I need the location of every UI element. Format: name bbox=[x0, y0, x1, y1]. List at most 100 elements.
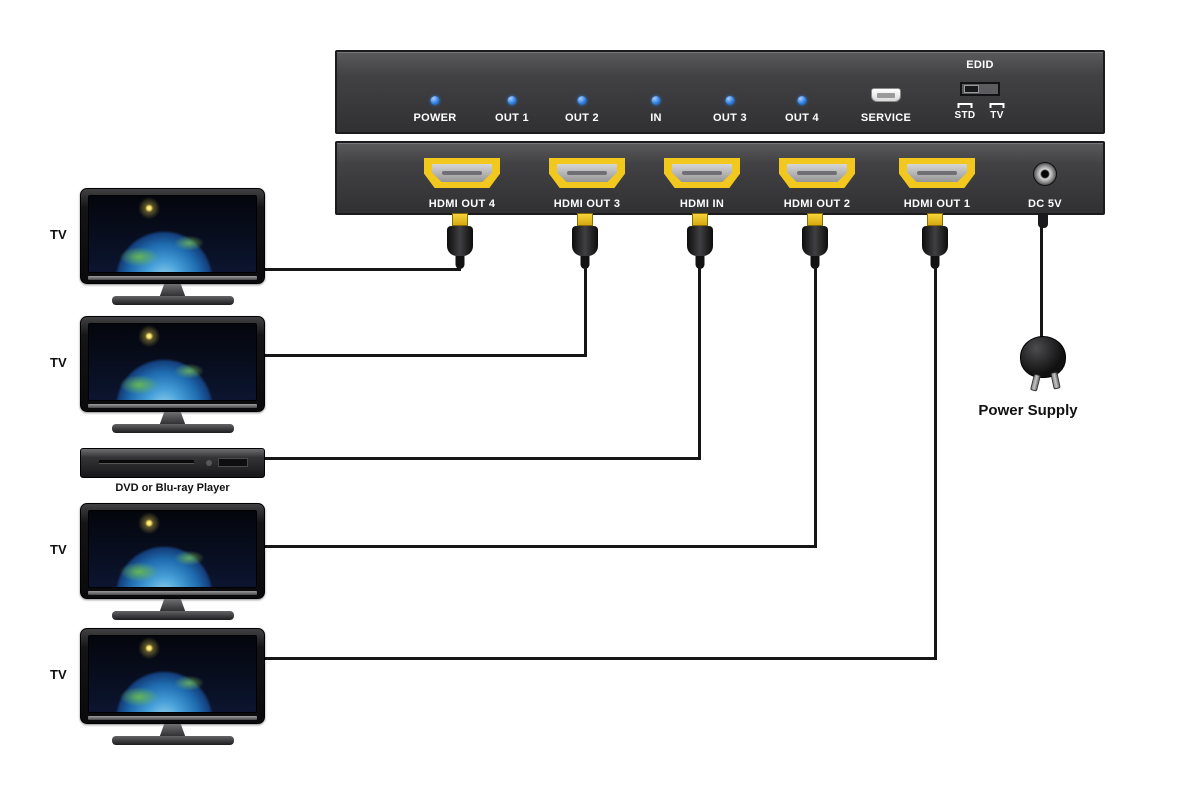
tv-4-label: TV bbox=[50, 667, 67, 682]
cable-out1-vertical bbox=[934, 266, 937, 660]
tv-2-frame bbox=[80, 316, 265, 412]
dvd-disc-tray bbox=[99, 460, 194, 464]
hdmi-out2-plug-connector bbox=[807, 213, 823, 226]
out3-led bbox=[725, 96, 735, 105]
tv-1 bbox=[80, 188, 265, 306]
tv-3-stand-neck bbox=[159, 599, 186, 612]
edid-std-bracket bbox=[957, 103, 973, 108]
power-supply-label: Power Supply bbox=[978, 402, 1078, 419]
hdmi-out3-plug-tail bbox=[580, 256, 590, 269]
out4-led bbox=[797, 96, 807, 105]
hdmi-out2-port-slot bbox=[797, 171, 837, 175]
power-adapter-prong-right bbox=[1050, 371, 1061, 390]
tv-3 bbox=[80, 503, 265, 621]
tv-1-label: TV bbox=[50, 227, 67, 242]
hdmi-in-plug-tail bbox=[695, 256, 705, 269]
dvd-player-label: DVD or Blu-ray Player bbox=[115, 482, 230, 494]
tv-2-label: TV bbox=[50, 355, 67, 370]
cable-in-horizontal bbox=[263, 457, 701, 460]
hdmi-out4-plug bbox=[447, 226, 473, 256]
tv-3-screen bbox=[88, 510, 257, 588]
cable-out2-horizontal bbox=[263, 545, 817, 548]
service-usb-port-inner bbox=[877, 93, 895, 98]
edid-std-label: STD bbox=[954, 110, 976, 121]
tv-4-frame bbox=[80, 628, 265, 724]
out2-led bbox=[577, 96, 587, 105]
cable-out1-horizontal bbox=[263, 657, 937, 660]
hdmi-out3-plug bbox=[572, 226, 598, 256]
tv-2-chin bbox=[88, 404, 257, 408]
hdmi-out1-port-slot bbox=[917, 171, 957, 175]
hdmi-out2-port-inner bbox=[787, 164, 847, 182]
dc-power-label: DC 5V bbox=[1028, 198, 1062, 210]
dc-power-plug bbox=[1038, 213, 1048, 228]
power-cable bbox=[1040, 227, 1043, 339]
hdmi-out3-port-label: HDMI OUT 3 bbox=[553, 198, 621, 210]
hdmi-in-port-slot bbox=[682, 171, 722, 175]
hdmi-out3-port-slot bbox=[567, 171, 607, 175]
edid-title: EDID bbox=[966, 59, 994, 71]
hdmi-out3-port bbox=[549, 158, 625, 188]
tv-3-frame bbox=[80, 503, 265, 599]
power-led-label: POWER bbox=[413, 112, 457, 124]
splitter-rear-panel: HDMI OUT 4 HDMI OUT 3 HDMI IN HDMI OUT 2… bbox=[335, 141, 1105, 215]
hdmi-out1-port-inner bbox=[907, 164, 967, 182]
out3-led-label: OUT 3 bbox=[713, 112, 747, 124]
in-led-label: IN bbox=[650, 112, 662, 124]
tv-2 bbox=[80, 316, 265, 434]
tv-3-label: TV bbox=[50, 542, 67, 557]
tv-4-chin bbox=[88, 716, 257, 720]
tv-1-stand-neck bbox=[159, 284, 186, 297]
out2-led-label: OUT 2 bbox=[565, 112, 599, 124]
hdmi-out1-plug-connector bbox=[927, 213, 943, 226]
hdmi-in-port bbox=[664, 158, 740, 188]
dc-power-jack bbox=[1033, 162, 1057, 186]
hdmi-in-port-label: HDMI IN bbox=[679, 198, 725, 210]
tv-2-stand-neck bbox=[159, 412, 186, 425]
in-led bbox=[651, 96, 661, 105]
splitter-front-panel: POWER OUT 1 OUT 2 IN OUT 3 OUT 4 SERVICE… bbox=[335, 50, 1105, 134]
edid-switch bbox=[960, 82, 1000, 96]
tv-4-stand-base bbox=[111, 736, 234, 745]
hdmi-out4-plug-tail bbox=[455, 256, 465, 269]
hdmi-in-plug-connector bbox=[692, 213, 708, 226]
cable-out4-horizontal bbox=[263, 268, 461, 271]
out1-led bbox=[507, 96, 517, 105]
cable-in-vertical bbox=[698, 266, 701, 460]
tv-4 bbox=[80, 628, 265, 746]
cable-out2-vertical bbox=[814, 266, 817, 548]
hdmi-out2-port-label: HDMI OUT 2 bbox=[783, 198, 851, 210]
hdmi-out1-plug-tail bbox=[930, 256, 940, 269]
tv-1-frame bbox=[80, 188, 265, 284]
dvd-player bbox=[80, 448, 265, 478]
tv-2-screen bbox=[88, 323, 257, 401]
hdmi-out1-port bbox=[899, 158, 975, 188]
hdmi-out2-plug bbox=[802, 226, 828, 256]
hdmi-out2-plug-tail bbox=[810, 256, 820, 269]
edid-tv-bracket bbox=[989, 103, 1005, 108]
tv-3-stand-base bbox=[111, 611, 234, 620]
tv-1-screen bbox=[88, 195, 257, 273]
tv-1-stand-base bbox=[111, 296, 234, 305]
power-adapter-body bbox=[1020, 336, 1066, 378]
hdmi-out4-port bbox=[424, 158, 500, 188]
edid-tv-label: TV bbox=[990, 110, 1004, 121]
hdmi-out4-port-slot bbox=[442, 171, 482, 175]
hdmi-out1-port-label: HDMI OUT 1 bbox=[903, 198, 971, 210]
hdmi-in-plug bbox=[687, 226, 713, 256]
hdmi-out3-port-inner bbox=[557, 164, 617, 182]
hdmi-out1-plug bbox=[922, 226, 948, 256]
tv-3-chin bbox=[88, 591, 257, 595]
power-led bbox=[430, 96, 440, 105]
tv-4-stand-neck bbox=[159, 724, 186, 737]
hdmi-out2-port bbox=[779, 158, 855, 188]
tv-4-screen bbox=[88, 635, 257, 713]
hdmi-out3-plug-connector bbox=[577, 213, 593, 226]
hdmi-out4-port-label: HDMI OUT 4 bbox=[428, 198, 496, 210]
hdmi-out4-port-inner bbox=[432, 164, 492, 182]
hdmi-out4-plug-connector bbox=[452, 213, 468, 226]
tv-1-chin bbox=[88, 276, 257, 280]
tv-2-stand-base bbox=[111, 424, 234, 433]
hdmi-in-port-inner bbox=[672, 164, 732, 182]
